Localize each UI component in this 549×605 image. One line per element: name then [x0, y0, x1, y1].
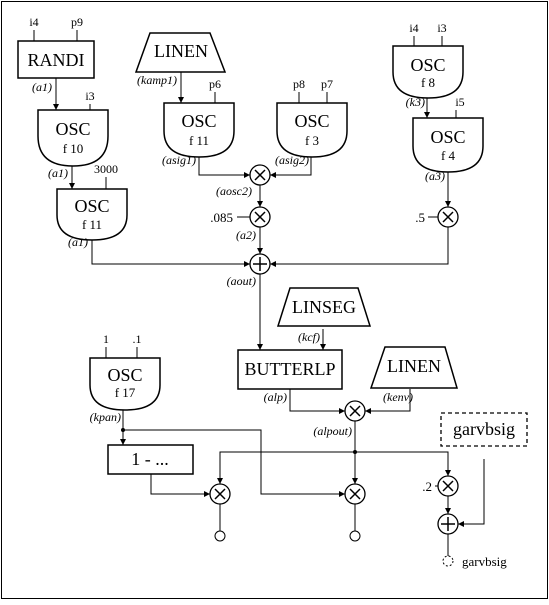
osc-f8-arg-1: i4 — [409, 21, 418, 35]
one-minus-unit: 1 - ... — [107, 444, 194, 475]
mult-085-output: (a2) — [236, 228, 256, 242]
garvbsig-output-label: garvbsig — [462, 554, 507, 569]
output-left-terminal — [214, 530, 226, 542]
osc-f3-output: (asig2) — [275, 153, 309, 167]
sum-main-output: (aout) — [227, 274, 256, 288]
output-right-terminal — [349, 530, 361, 542]
linen-bottom-label: LINEN — [387, 356, 441, 376]
osc-f4-func: f 4 — [441, 148, 456, 163]
randi-output: (a1) — [32, 80, 52, 94]
mult-sig-output: (aosc2) — [216, 184, 252, 198]
osc-f3-arg-2: p7 — [321, 77, 333, 91]
garvbsig-unit: garvbsig — [440, 412, 528, 447]
osc-f11-left-arg: 3000 — [94, 162, 118, 176]
butterlp-label: BUTTERLP — [244, 359, 335, 379]
linen-top-label: LINEN — [154, 41, 208, 61]
mult-085-op: .085 (a2) — [210, 206, 271, 242]
osc-f10-func: f 10 — [63, 141, 84, 156]
linen-bottom-output: (kenv) — [383, 390, 413, 404]
mult-right-op — [344, 483, 366, 505]
linseg-unit: LINSEG (kcf) — [276, 287, 372, 344]
linen-bottom-unit: LINEN (kenv) — [369, 346, 459, 404]
osc-f3-arg-1: p8 — [293, 77, 305, 91]
linseg-label: LINSEG — [292, 297, 356, 317]
osc-f4-unit: OSC f 4 i5 (a3) — [412, 95, 484, 183]
osc-f4-label: OSC — [430, 127, 465, 147]
randi-arg-2: p9 — [71, 15, 83, 29]
mult-left-op — [209, 483, 231, 505]
mult-sig-op: (aosc2) — [216, 164, 271, 198]
one-minus-label: 1 - ... — [131, 449, 169, 469]
linen-top-unit: LINEN (kamp1) — [134, 32, 227, 87]
osc-f11-left-output: (a1) — [68, 235, 88, 249]
osc-f17-arg-1: 1 — [103, 332, 109, 346]
linseg-output: (kcf) — [298, 330, 320, 344]
osc-f3-label: OSC — [294, 111, 329, 131]
osc-f11-mid-output: (asig1) — [162, 153, 196, 167]
osc-f17-output: (kpan) — [90, 410, 121, 424]
osc-f10-unit: OSC f 10 i3 (a1) — [37, 89, 109, 180]
osc-f11-left-unit: OSC f 11 3000 (a1) — [56, 162, 128, 249]
osc-f4-arg: i5 — [455, 95, 464, 109]
mult-2-op: .2 — [422, 475, 459, 497]
randi-label: RANDI — [28, 50, 85, 70]
osc-f8-output: (k3) — [406, 95, 425, 109]
randi-arg-1: i4 — [29, 15, 38, 29]
osc-f8-label: OSC — [410, 55, 445, 75]
osc-f10-output: (a1) — [48, 166, 68, 180]
mult-2-const: .2 — [422, 479, 432, 494]
mult-5-const: .5 — [415, 210, 425, 225]
osc-f8-arg-2: i3 — [437, 21, 446, 35]
osc-f10-label: OSC — [55, 119, 90, 139]
osc-f11-left-func: f 11 — [82, 217, 102, 232]
osc-f17-unit: OSC f 17 1 .1 (kpan) — [89, 332, 161, 424]
butterlp-unit: BUTTERLP (alp) — [237, 349, 343, 404]
mult-085-const: .085 — [210, 210, 233, 225]
output-garvbsig-terminal — [442, 555, 454, 567]
randi-unit: RANDI i4 p9 (a1) — [17, 15, 95, 94]
butterlp-output: (alp) — [264, 390, 287, 404]
osc-f17-func: f 17 — [115, 385, 136, 400]
osc-f11-mid-arg: p6 — [209, 77, 221, 91]
arrowheads — [53, 97, 464, 527]
osc-f8-unit: OSC f 8 i4 i3 (k3) — [392, 21, 464, 109]
osc-f17-arg-2: .1 — [133, 332, 142, 346]
garvbsig-label: garvbsig — [453, 419, 515, 439]
osc-f3-unit: OSC f 3 p8 p7 (asig2) — [275, 77, 348, 167]
osc-f11-mid-func: f 11 — [189, 133, 209, 148]
mult-5-op: .5 — [415, 206, 459, 228]
mult-env-op: (alpout) — [313, 400, 366, 438]
osc-f11-left-label: OSC — [74, 196, 109, 216]
osc-f3-func: f 3 — [305, 133, 319, 148]
osc-f11-mid-label: OSC — [181, 111, 216, 131]
osc-f10-arg: i3 — [85, 89, 94, 103]
sum-rev-op — [437, 513, 459, 535]
output-terminals: garvbsig — [214, 530, 507, 569]
osc-f17-label: OSC — [107, 365, 142, 385]
sum-main-op: (aout) — [227, 253, 271, 288]
linen-top-output: (kamp1) — [137, 73, 177, 87]
mult-env-output: (alpout) — [313, 424, 352, 438]
osc-f4-output: (a3) — [425, 169, 445, 183]
osc-f8-func: f 8 — [421, 75, 435, 90]
osc-f11-mid-unit: OSC f 11 p6 (asig1) — [162, 77, 235, 167]
